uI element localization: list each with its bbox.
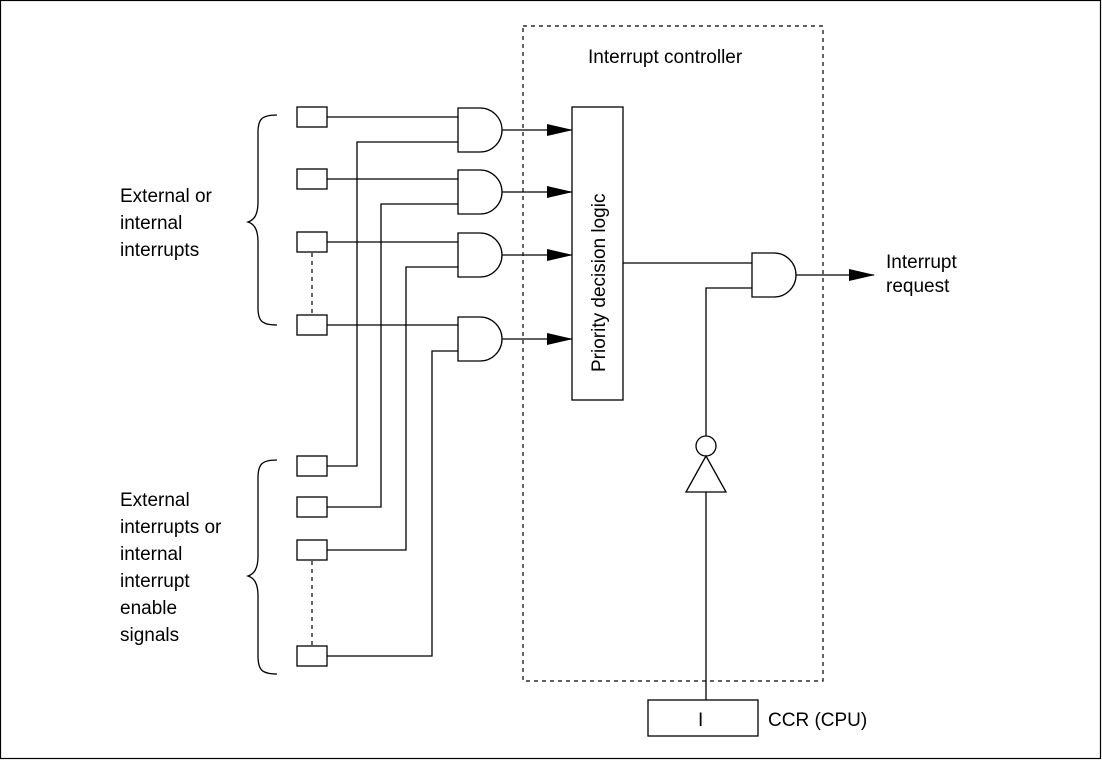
enable-signals-label-line: signals — [120, 625, 179, 646]
and-gate — [457, 316, 503, 362]
enable-signals-label-line: internal — [120, 544, 182, 565]
enable-signals-label-line: enable — [120, 598, 177, 619]
enable-signals-label: External interrupts or internal interrup… — [120, 490, 227, 646]
interrupt-request-label: Interrupt request — [886, 252, 962, 297]
wire — [327, 141, 458, 467]
enable-flag-box — [296, 496, 328, 518]
interrupt-source-flags — [296, 106, 328, 336]
inverter-bubble — [695, 435, 717, 457]
wire — [327, 203, 458, 508]
interrupt-flag-box — [296, 106, 328, 128]
priority-decision-logic-label: Priority decision logic — [589, 194, 610, 372]
left-brace-interrupts — [245, 114, 278, 326]
interrupt-flag-box — [296, 168, 328, 190]
interrupt-flag-box — [296, 314, 328, 336]
interrupt-flag-box — [296, 231, 328, 253]
interrupts-label: External or internal interrupts — [120, 186, 217, 261]
interrupt-request-label-line: request — [886, 276, 950, 297]
and-gates — [457, 107, 503, 362]
enable-signals-label-line: interrupt — [120, 571, 190, 592]
enable-wires — [327, 141, 458, 657]
wire — [327, 350, 458, 657]
enable-signal-flags — [296, 455, 328, 667]
ccr-register-box — [647, 699, 759, 737]
ccr-label: CCR (CPU) — [768, 710, 867, 731]
enable-flag-box — [296, 455, 328, 477]
interrupt-controller-label: Interrupt controller — [588, 47, 743, 68]
wire — [327, 266, 458, 551]
and-gate — [457, 107, 503, 153]
enable-flag-box — [296, 539, 328, 561]
interrupt-request-label-line: Interrupt — [886, 252, 957, 273]
gate-output-arrows — [502, 124, 573, 345]
enable-signals-label-line: External — [120, 490, 190, 511]
interrupts-label-line: External or — [120, 186, 213, 207]
and-gate — [457, 232, 503, 278]
interrupt-controller-boundary — [522, 25, 824, 682]
output-and-gate — [751, 252, 797, 298]
interrupts-label-line: internal — [120, 213, 182, 234]
priority-decision-logic-block — [571, 106, 624, 401]
enable-flag-box — [296, 645, 328, 667]
inverter — [684, 454, 728, 493]
wire — [705, 287, 752, 436]
interrupt-wires — [327, 116, 458, 326]
interrupts-label-line: interrupts — [120, 240, 199, 261]
and-gate — [457, 169, 503, 215]
enable-signals-label-line: interrupts or — [120, 517, 222, 538]
ccr-i-bit-label: I — [698, 710, 703, 731]
left-brace-enable-signals — [245, 459, 278, 675]
